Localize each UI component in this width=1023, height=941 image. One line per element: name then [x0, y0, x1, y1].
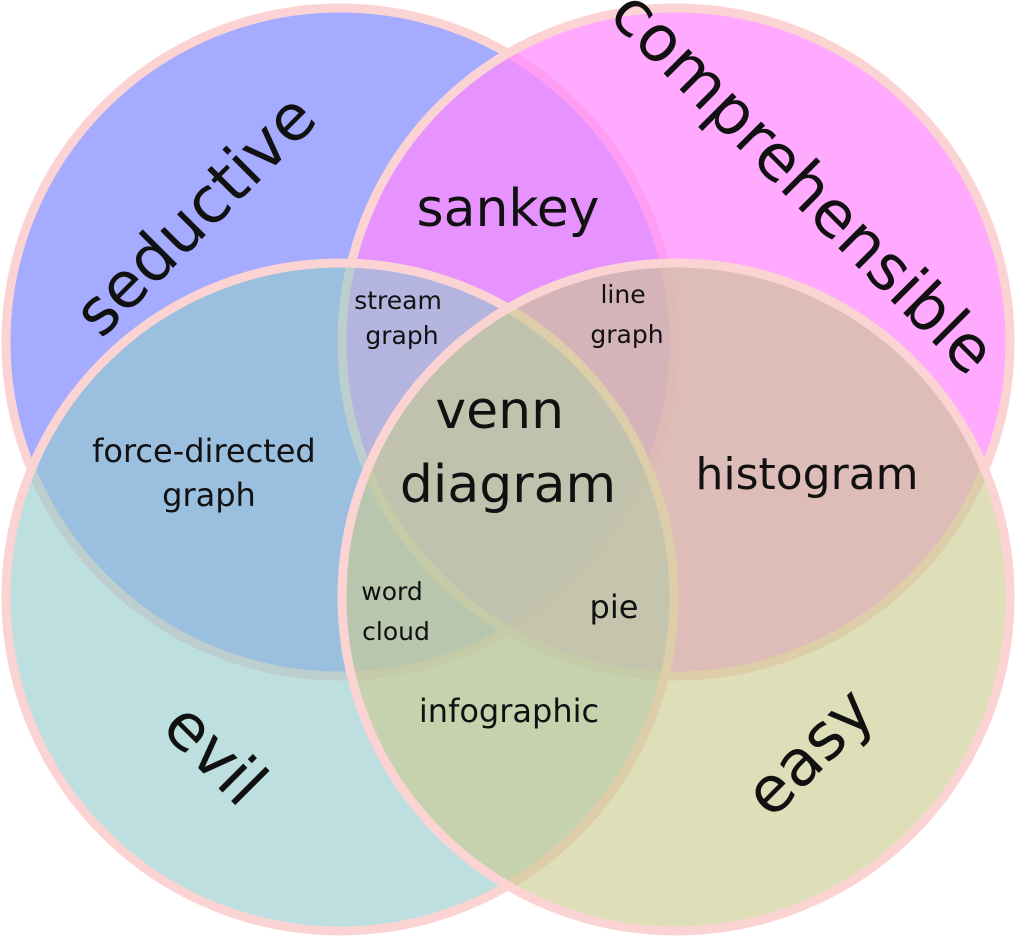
- circle-easy: [337, 258, 1015, 936]
- region-label-force-directed-graph-line2: graph: [162, 476, 256, 514]
- region-label-force-directed-graph: force-directed graph: [92, 432, 326, 514]
- region-label-sankey: sankey: [417, 179, 600, 239]
- region-label-line-graph-line1: line: [600, 280, 645, 309]
- region-label-line-graph: line graph: [590, 280, 663, 349]
- region-label-histogram: histogram: [695, 449, 918, 500]
- region-label-infographic: infographic: [419, 692, 599, 730]
- region-label-line-graph-line2: graph: [590, 320, 663, 349]
- region-label-force-directed-graph-line1: force-directed: [92, 432, 316, 470]
- region-label-word-cloud: word cloud: [361, 577, 430, 646]
- region-label-venn-diagram-line2: diagram: [400, 455, 616, 515]
- region-label-word-cloud-line2: cloud: [362, 617, 430, 646]
- region-label-stream-graph: stream graph: [354, 286, 450, 350]
- region-label-stream-graph-line1: stream: [354, 286, 442, 315]
- region-label-stream-graph-line2: graph: [365, 321, 438, 350]
- region-label-word-cloud-line1: word: [361, 577, 422, 606]
- region-label-venn-diagram: venn diagram: [400, 381, 616, 515]
- region-label-venn-diagram-line1: venn: [435, 381, 564, 441]
- region-label-pie: pie: [590, 588, 639, 626]
